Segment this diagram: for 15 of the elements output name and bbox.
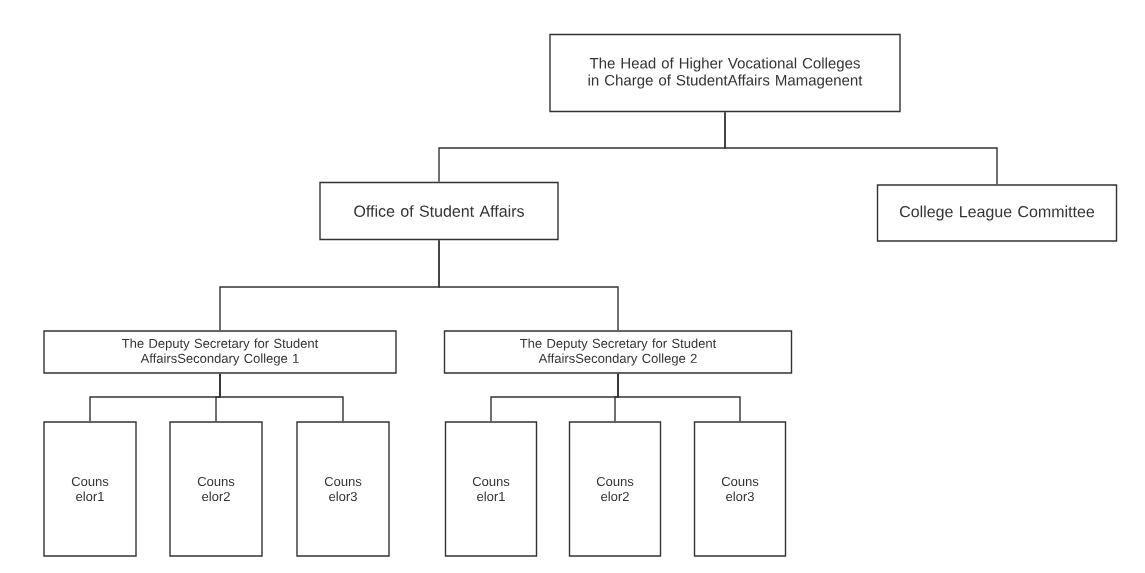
- office-box: Office of Student Affairs: [319, 181, 559, 241]
- head-box: The Head of Higher Vocational Colleges in Charge of StudentAffairs Mamagenent: [549, 33, 901, 113]
- counselor-box: Couns elor1: [444, 421, 538, 557]
- counselor-box: Couns elor2: [568, 421, 662, 557]
- connector-line: [219, 373, 344, 422]
- counselor-box: Couns elor3: [296, 421, 390, 557]
- counselor-box: Couns elor1: [43, 421, 137, 557]
- connector-line: [617, 373, 741, 422]
- secretary-box: The Deputy Secretary for Student AffairsSecondary College 1: [43, 330, 397, 374]
- connector-line: [724, 111, 998, 185]
- secretary-box: The Deputy Secretary for Student AffairsSecondary College 2: [443, 330, 793, 374]
- connector-line: [438, 239, 619, 331]
- counselor-box: Couns elor3: [693, 421, 787, 557]
- committee-box: College League Committee: [876, 184, 1118, 242]
- counselor-box: Couns elor2: [169, 421, 263, 557]
